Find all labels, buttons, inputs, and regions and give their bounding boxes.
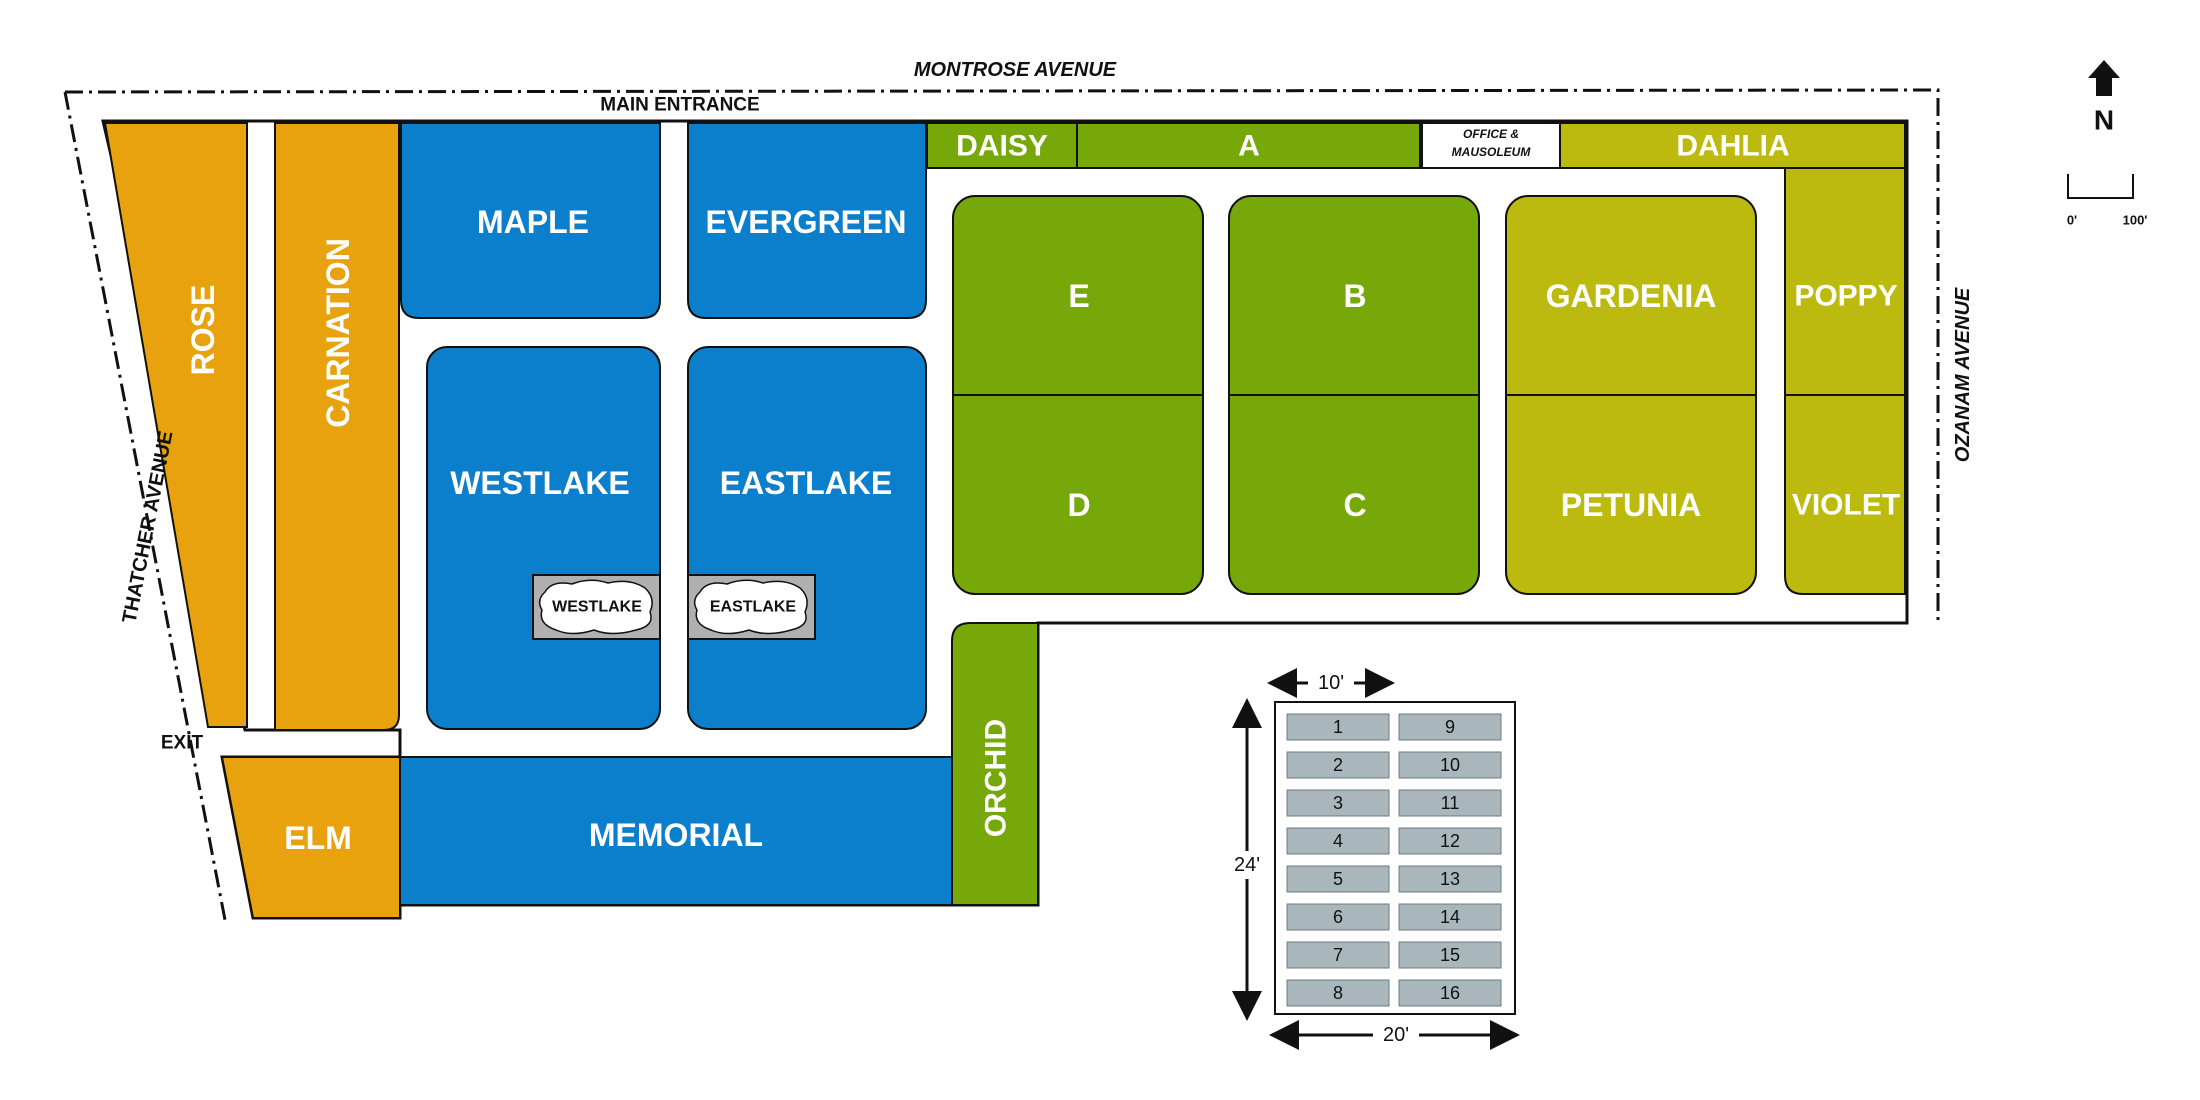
lake-eastlake — [687, 574, 816, 640]
section-maple[interactable] — [400, 122, 661, 319]
plot-cell-label: 2 — [1333, 755, 1343, 775]
plot-cell[interactable] — [1398, 789, 1502, 817]
plot-cell-label: 16 — [1440, 983, 1460, 1003]
section-label-d: D — [1067, 487, 1090, 523]
plot-cell-label: 10 — [1440, 755, 1460, 775]
section-label-dahlia: DAHLIA — [1676, 130, 1789, 163]
section-dahlia[interactable] — [1559, 122, 1906, 169]
section-label-b: B — [1343, 278, 1366, 314]
width-label: 10' — [1318, 672, 1344, 694]
section-label-westlake: WESTLAKE — [450, 465, 630, 501]
plot-cell-label: 3 — [1333, 793, 1343, 813]
plot-cell[interactable] — [1398, 941, 1502, 969]
section-label-orchid: ORCHID — [980, 719, 1013, 837]
section-evergreen[interactable] — [687, 122, 927, 319]
plot-cell-label: 13 — [1440, 869, 1460, 889]
property-boundary — [63, 88, 1940, 926]
section-eastlake[interactable] — [687, 346, 927, 730]
north-arrow-icon — [2088, 60, 2120, 96]
section-daisy[interactable] — [926, 122, 1078, 169]
office-label-line1: OFFICE & — [1463, 127, 1519, 141]
section-label-carnation: CARNATION — [320, 238, 356, 428]
road-label-main-entrance: MAIN ENTRANCE — [600, 95, 759, 116]
plot-cell-label: 5 — [1333, 869, 1343, 889]
plot-cell[interactable] — [1398, 903, 1502, 931]
plot-cell-label: 8 — [1333, 983, 1343, 1003]
section-label-a: A — [1238, 130, 1260, 163]
plot-cell-label: 12 — [1440, 831, 1460, 851]
road-label-ozanam: OZANAM AVENUE — [1952, 287, 1974, 462]
section-label-maple: MAPLE — [477, 204, 589, 240]
plot-cell[interactable] — [1286, 827, 1390, 855]
plot-cell-label: 1 — [1333, 717, 1343, 737]
office-mausoleum[interactable] — [1421, 122, 1561, 169]
plot-cell[interactable] — [1286, 751, 1390, 779]
bottom-label: 20' — [1383, 1024, 1409, 1046]
plot-cell[interactable] — [1286, 903, 1390, 931]
road-label-exit: EXIT — [161, 733, 204, 754]
section-label-poppy: POPPY — [1794, 280, 1897, 313]
section-label-c: C — [1343, 487, 1366, 523]
plot-cell[interactable] — [1398, 979, 1502, 1007]
section-label-evergreen: EVERGREEN — [706, 204, 907, 240]
section-rose[interactable] — [103, 122, 248, 728]
plot-cell[interactable] — [1286, 789, 1390, 817]
section-label-eastlake: EASTLAKE — [720, 465, 892, 501]
plot-cell-label: 7 — [1333, 945, 1343, 965]
plot-cell-label: 4 — [1333, 831, 1343, 851]
plot-cell-label: 9 — [1445, 717, 1455, 737]
plot-cell[interactable] — [1398, 827, 1502, 855]
plot-cell[interactable] — [1398, 751, 1502, 779]
plot-cell[interactable] — [1286, 865, 1390, 893]
scale-label-start: 0' — [2067, 213, 2077, 228]
plot-cell-label: 14 — [1440, 907, 1460, 927]
section-label-memorial: MEMORIAL — [589, 817, 763, 853]
office-label-line2: MAUSOLEUM — [1452, 145, 1532, 159]
plot-cell[interactable] — [1286, 979, 1390, 1007]
lake-westlake — [532, 574, 661, 640]
plot-cell[interactable] — [1398, 865, 1502, 893]
road-label-montrose: MONTROSE AVENUE — [914, 59, 1117, 81]
lake-label-eastlake: EASTLAKE — [710, 599, 797, 616]
section-label-rose: ROSE — [185, 285, 221, 376]
plot-cell[interactable] — [1398, 713, 1502, 741]
section-label-e: E — [1068, 278, 1089, 314]
height-label: 24' — [1234, 854, 1260, 876]
scale-label-end: 100' — [2123, 213, 2148, 228]
scale-bar — [2067, 174, 2134, 199]
plot-cell-label: 15 — [1440, 945, 1460, 965]
section-label-petunia: PETUNIA — [1561, 487, 1701, 523]
section-carnation[interactable] — [274, 122, 400, 731]
block-poppy-violet — [1784, 167, 1906, 595]
section-label-daisy: DAISY — [956, 130, 1048, 163]
compass-label: N — [2094, 105, 2114, 136]
section-label-violet: VIOLET — [1792, 489, 1900, 522]
section-elm[interactable] — [220, 756, 401, 919]
section-label-gardenia: GARDENIA — [1546, 278, 1717, 314]
section-orchid[interactable] — [951, 622, 1039, 906]
lake-label-westlake: WESTLAKE — [552, 599, 642, 616]
section-westlake[interactable] — [426, 346, 661, 730]
section-a[interactable] — [1076, 122, 1421, 169]
plot-cell[interactable] — [1286, 713, 1390, 741]
plot-cell-label: 11 — [1441, 793, 1460, 813]
plot-cell-label: 6 — [1333, 907, 1343, 927]
plot-cell[interactable] — [1286, 941, 1390, 969]
road-label-thatcher: THATCHER AVENUE — [119, 429, 178, 625]
section-label-elm: ELM — [284, 820, 352, 856]
